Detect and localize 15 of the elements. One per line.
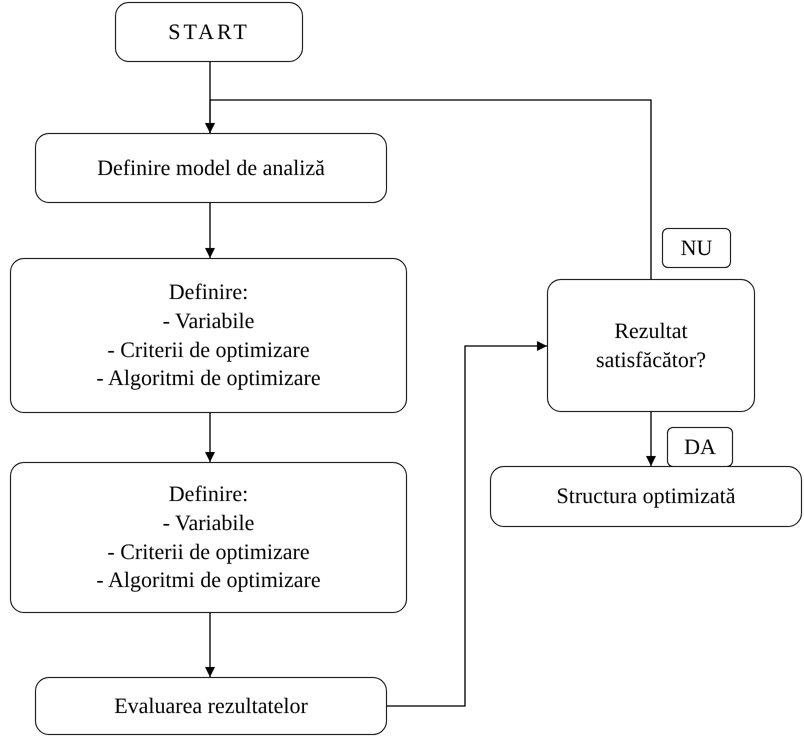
arrow bbox=[205, 99, 652, 279]
process-box: Structura optimizată bbox=[490, 466, 802, 527]
start-box: START bbox=[115, 2, 303, 62]
process-box: Definire: - Variabile - Criterii de optimizare - Algoritmi de optimizare bbox=[10, 462, 407, 613]
process-box: Definire model de analiză bbox=[35, 133, 387, 203]
arrow bbox=[205, 203, 215, 258]
arrow bbox=[205, 613, 215, 677]
edge-label: NU bbox=[662, 228, 731, 268]
arrow bbox=[387, 341, 547, 707]
arrow bbox=[205, 413, 215, 462]
edge-label: DA bbox=[667, 427, 733, 467]
process-box: Evaluarea rezultatelor bbox=[35, 677, 387, 735]
process-box: Definire: - Variabile - Criterii de optimizare - Algoritmi de optimizare bbox=[10, 258, 407, 413]
decision-box: Rezultat satisfăcător? bbox=[547, 279, 755, 412]
arrow bbox=[646, 412, 656, 466]
